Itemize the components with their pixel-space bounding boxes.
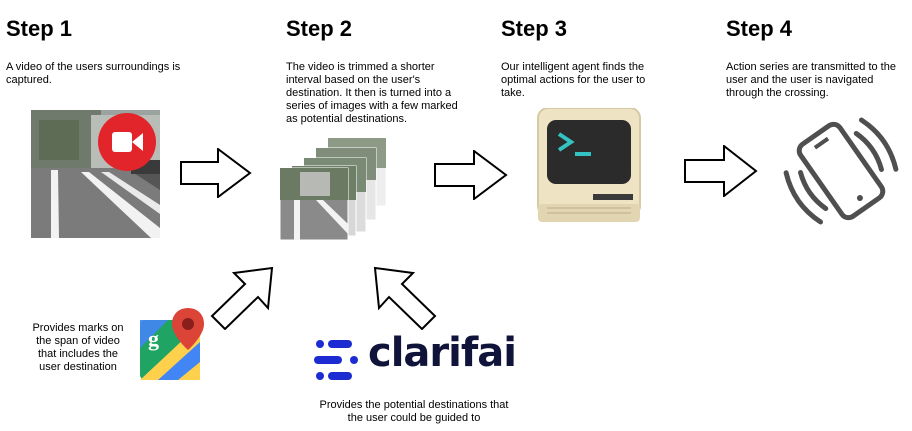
image-stack-icon bbox=[280, 138, 388, 240]
terminal-computer-icon bbox=[535, 108, 643, 230]
step3-desc: Our intelligent agent finds the optimal … bbox=[501, 61, 646, 99]
step1-title: Step 1 bbox=[6, 16, 73, 41]
step2-desc: The video is trimmed a shorter interval … bbox=[286, 61, 458, 125]
clarifai-logo-text: clarifai bbox=[368, 330, 517, 376]
step4-desc: Action series are transmitted to the use… bbox=[726, 61, 896, 99]
video-camera-icon bbox=[98, 113, 156, 171]
arrow-right-icon bbox=[180, 148, 252, 198]
arrow-right-icon bbox=[434, 150, 508, 200]
arrow-up-right-icon bbox=[210, 266, 274, 330]
maps-note: Provides marks on the span of video that… bbox=[32, 322, 124, 373]
svg-text:g: g bbox=[148, 326, 159, 351]
clarifai-note: Provides the potential destinations that… bbox=[319, 399, 509, 424]
step4-title: Step 4 bbox=[726, 16, 793, 41]
vibrating-phone-icon bbox=[783, 113, 899, 229]
arrow-right-icon bbox=[684, 145, 758, 197]
clarifai-logo-icon bbox=[314, 338, 362, 382]
step1-desc: A video of the users surroundings is cap… bbox=[6, 61, 181, 86]
step3-title: Step 3 bbox=[501, 16, 568, 41]
step2-title: Step 2 bbox=[286, 16, 353, 41]
street-video-thumbnail bbox=[31, 110, 160, 238]
arrow-up-left-icon bbox=[373, 266, 437, 330]
google-maps-icon: g bbox=[138, 306, 204, 382]
